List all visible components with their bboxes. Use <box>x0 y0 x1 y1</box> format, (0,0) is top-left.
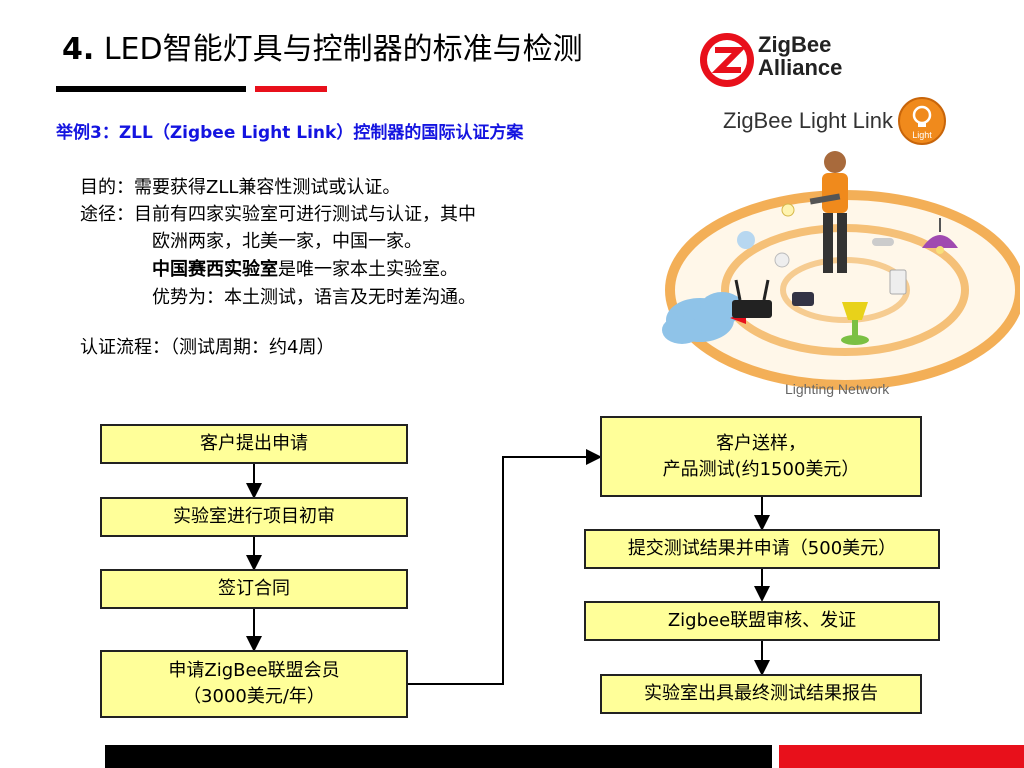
light-bulb-badge-icon: Light <box>898 97 946 145</box>
flow-step-certify: Zigbee联盟审核、发证 <box>584 601 940 641</box>
flow-step-label: 客户送样， <box>716 432 806 454</box>
router-icon <box>732 279 772 318</box>
remote-icon <box>872 238 894 246</box>
title-text: LED智能灯具与控制器的标准与检测 <box>103 32 583 67</box>
footer-bar-black <box>105 745 772 768</box>
flow-step-label: 签订合同 <box>218 578 290 599</box>
route-text-line2: 欧洲两家，北美一家，中国一家。 <box>152 231 422 252</box>
process-text: 认证流程：（测试周期：约4周） <box>80 337 335 358</box>
footer-bar-red <box>779 745 1024 768</box>
phone-icon <box>792 292 814 306</box>
lab-note: 是唯一家本土实验室。 <box>278 259 458 280</box>
flow-step-submit: 提交测试结果并申请（500美元） <box>584 529 940 569</box>
flow-arrow-connector <box>408 449 602 685</box>
example-subtitle: 举例3：ZLL（Zigbee Light Link）控制器的国际认证方案 <box>56 123 524 143</box>
lab-name: 中国赛西实验室 <box>152 259 278 280</box>
flow-step-apply: 客户提出申请 <box>100 424 408 464</box>
cloud-icon <box>662 292 744 344</box>
flow-step-fee: （3000美元/年） <box>183 686 325 707</box>
zigbee-alliance-logo <box>700 33 754 87</box>
switch-icon <box>889 269 907 295</box>
pendant-lamp-icon <box>922 218 958 254</box>
bulb-icon <box>781 203 795 217</box>
advantage-text: 优势为：本土测试，语言及无时差沟通。 <box>152 287 476 308</box>
badge-text: Light <box>912 130 932 140</box>
table-lamp-icon <box>841 302 869 345</box>
zigbee-logo-text: ZigBee Alliance <box>758 33 842 79</box>
title-underline-red <box>255 86 327 92</box>
route-text: 途径：目前有四家实验室可进行测试与认证，其中 <box>80 204 476 225</box>
logo-line2: Alliance <box>758 55 843 80</box>
flow-step-label: 实验室进行项目初审 <box>173 506 335 527</box>
flow-step-label: 申请ZigBee联盟会员 <box>168 660 340 681</box>
title-number: 4. <box>62 32 95 67</box>
purpose-text: 目的：需要获得ZLL兼容性测试或认证。 <box>80 177 401 198</box>
lighting-network-illustration <box>662 151 1020 390</box>
flow-step-review: 实验室进行项目初审 <box>100 497 408 537</box>
flow-step-label: Zigbee联盟审核、发证 <box>667 610 857 631</box>
zll-product-label: ZigBee Light Link <box>723 108 893 133</box>
flow-step-membership: 申请ZigBee联盟会员 （3000美元/年） <box>100 650 408 718</box>
flow-step-sample-test: 客户送样， 产品测试(约1500美元） <box>600 416 922 497</box>
flow-step-label: 提交测试结果并申请（500美元） <box>627 538 897 559</box>
downlight-icon <box>774 252 790 268</box>
illustration-caption: Lighting Network <box>785 381 890 397</box>
flow-step-fee: 产品测试(约1500美元） <box>662 458 860 480</box>
lamp-icon <box>737 231 755 249</box>
flow-step-label: 客户提出申请 <box>200 433 308 454</box>
flow-step-contract: 签订合同 <box>100 569 408 609</box>
title-underline-black <box>56 86 246 92</box>
logo-line1: ZigBee <box>758 32 832 57</box>
flow-step-report: 实验室出具最终测试结果报告 <box>600 674 922 714</box>
lab-text: 中国赛西实验室是唯一家本土实验室。 <box>152 256 458 283</box>
flow-step-label: 实验室出具最终测试结果报告 <box>644 683 878 704</box>
person-with-tablet-icon <box>809 151 848 273</box>
page-title: 4. LED智能灯具与控制器的标准与检测 <box>62 30 583 70</box>
